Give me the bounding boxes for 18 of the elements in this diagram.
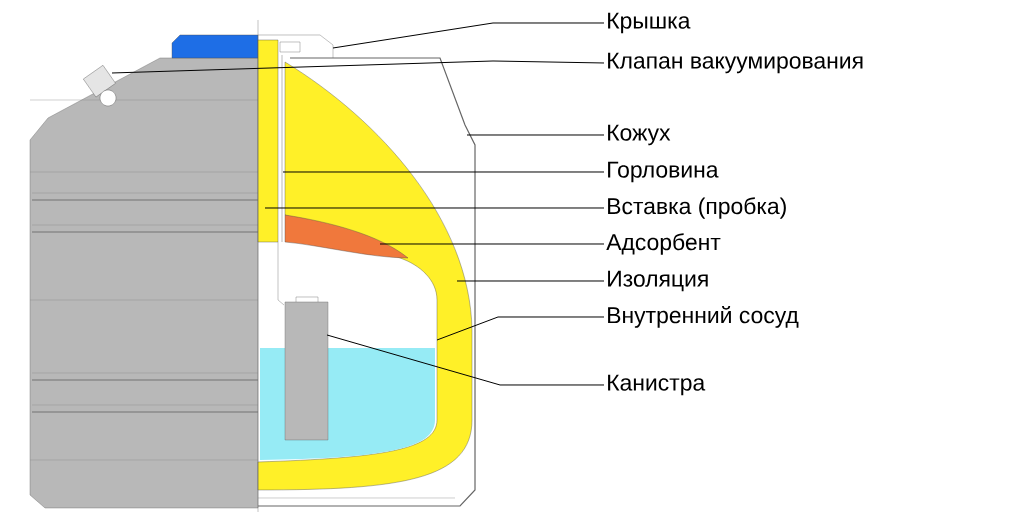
- part-label: Канистра: [608, 374, 706, 396]
- part-label: Клапан вакуумирования: [608, 52, 863, 74]
- leader-line: [466, 134, 605, 136]
- leader-line: [379, 243, 605, 245]
- part-label: Кожух: [608, 124, 671, 146]
- leader-line: [326, 334, 605, 386]
- leader-line: [282, 171, 605, 173]
- leader-line: [332, 22, 605, 49]
- part-label: Внутренний сосуд: [608, 306, 799, 328]
- part-label: Изоляция: [608, 270, 708, 292]
- leader-line: [264, 207, 605, 209]
- part-label: Крышка: [608, 12, 691, 34]
- part-label: Вставка (пробка): [608, 197, 786, 219]
- leader-line: [111, 60, 605, 74]
- part-label: Горловина: [608, 161, 719, 183]
- leader-line: [456, 280, 605, 282]
- leader-line: [436, 316, 605, 341]
- part-label: Адсорбент: [606, 233, 721, 255]
